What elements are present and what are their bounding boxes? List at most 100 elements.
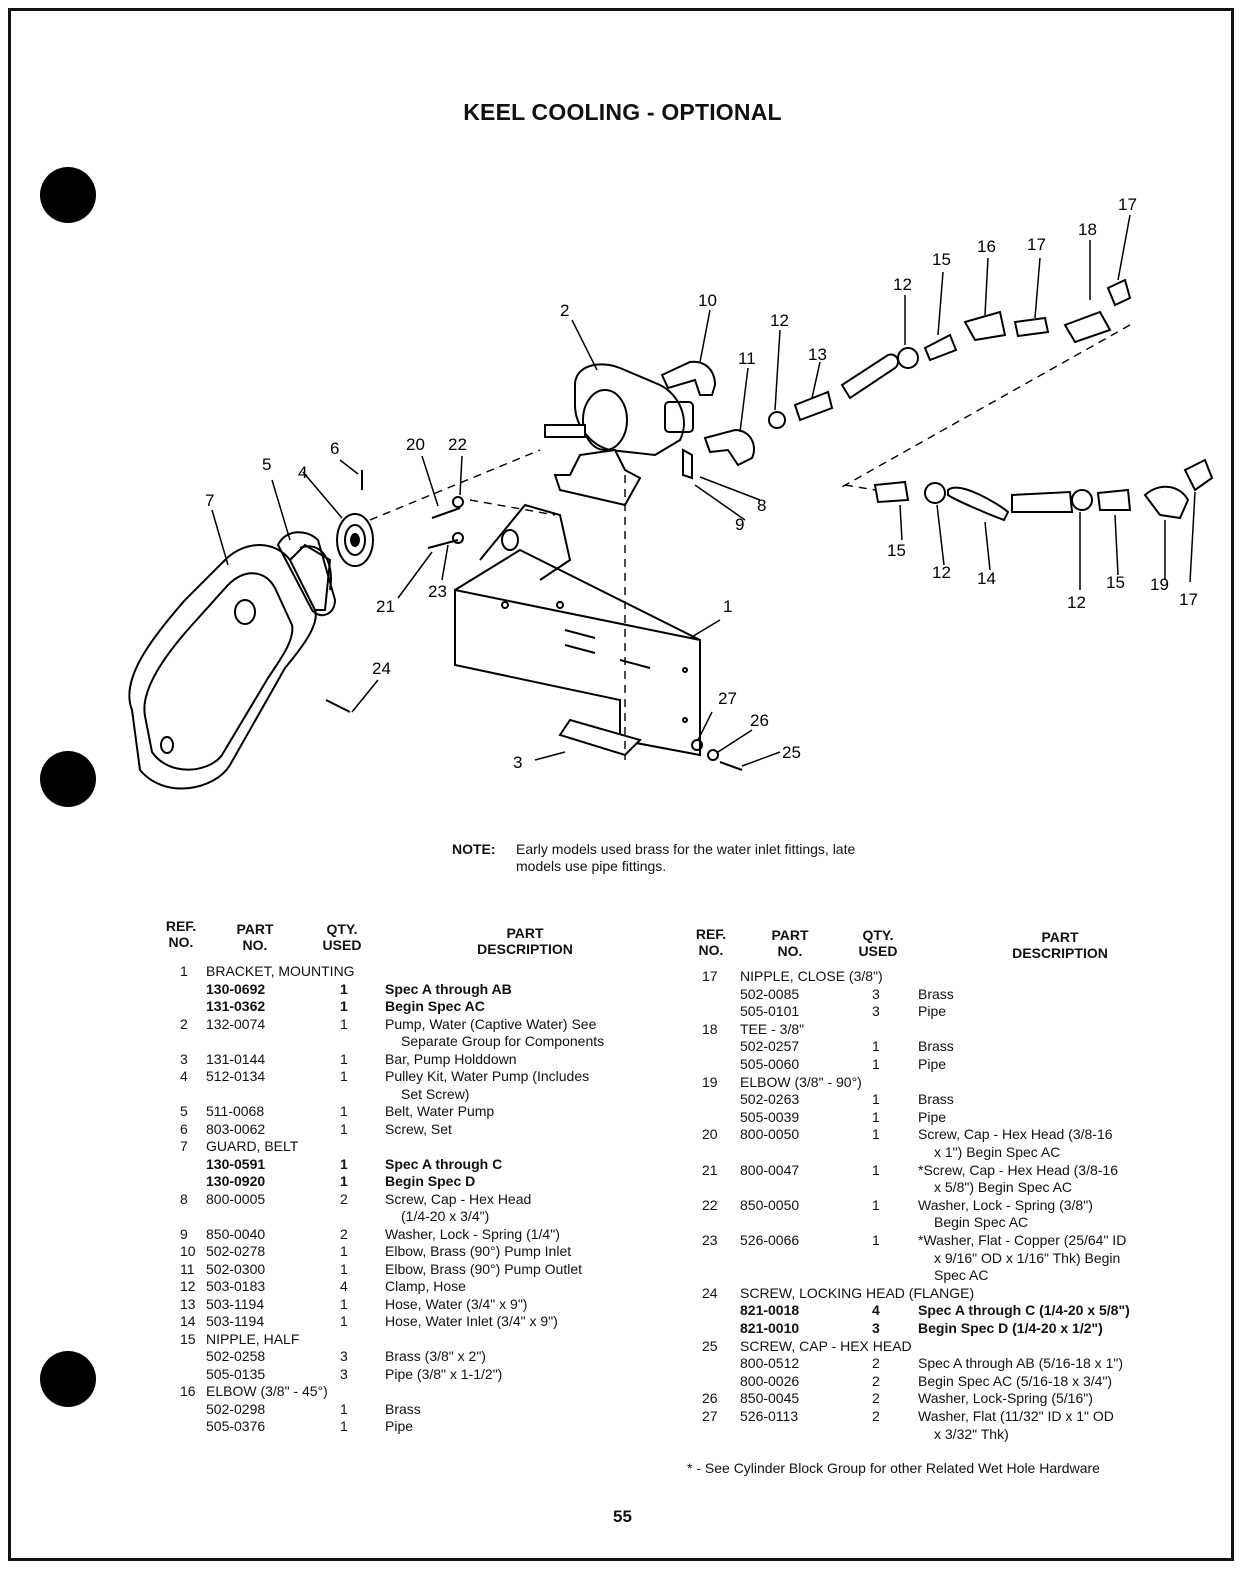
ref-no: 6 [180,1120,188,1137]
callout-23: 23 [428,582,447,601]
ref-no: 21 [702,1161,718,1178]
part-description: Brass [918,1038,954,1055]
qty-used: 3 [872,1320,880,1336]
part-no: 505-0060 [740,1056,800,1072]
part-no: 526-0113 [740,1408,799,1424]
right-header-qty: QTY.USED [858,927,898,959]
part-description: Pulley Kit, Water Pump (Includes [385,1068,590,1084]
qty-used: 1 [340,1050,348,1067]
qty-used: 3 [340,1348,348,1364]
water-pump-drawing [544,363,694,507]
part-description: *Washer, Flat - Copper (25/64" ID [918,1232,1127,1248]
belt-guard-drawing [128,543,332,790]
part-description: x 9/16" OD x 1/16" Thk) Begin [934,1249,1121,1266]
callout-19: 19 [1150,575,1169,594]
part-description: Set Screw) [401,1085,470,1102]
binder-hole-middle [40,751,96,807]
footnote: * - See Cylinder Block Group for other R… [687,1460,1100,1476]
binder-hole-top [40,167,96,223]
part-no: 502-0298 [206,1400,266,1417]
note-line-2: models use pipe fittings. [516,858,667,874]
part-no: 505-0376 [206,1418,266,1434]
qty-used: 1 [340,1418,348,1434]
part-no: SCREW, CAP - HEX HEAD [740,1337,912,1354]
part-no: 502-0258 [206,1348,266,1364]
part-description: Pipe [918,1056,947,1072]
part-description: Hose, Water Inlet (3/4" x 9") [385,1313,558,1329]
part-description: Pump, Water (Captive Water) See [385,1015,597,1032]
ref-no: 24 [702,1284,718,1301]
pulley-drawing [336,513,374,567]
left-header-ref: REF.NO. [165,918,197,950]
right-header-ref: REF.NO. [695,926,727,958]
page-number: 55 [613,1507,632,1526]
ref-no: 9 [180,1225,188,1242]
callout-17: 17 [1118,195,1137,214]
qty-used: 1 [340,1120,348,1137]
callout-7: 7 [205,491,214,510]
part-description: Spec AC [934,1267,989,1284]
ref-no: 25 [702,1337,718,1354]
part-no: 505-0101 [740,1003,800,1020]
part-no: 503-0183 [206,1278,266,1294]
part-description: x 1") Begin Spec AC [934,1144,1061,1160]
ref-no: 11 [180,1260,195,1277]
callout-8: 8 [757,496,766,515]
ref-no: 1 [180,963,188,979]
qty-used: 4 [340,1278,348,1294]
part-description: Washer, Flat (11/32" ID x 1" OD [918,1408,1114,1424]
ref-no: 14 [180,1313,196,1329]
part-no: 130-0692 [206,980,266,997]
part-description: Brass [918,985,954,1002]
part-no: 505-0135 [206,1365,266,1382]
callout-6: 6 [330,439,339,458]
qty-used: 1 [872,1038,880,1055]
part-description: Washer, Lock-Spring (5/16") [918,1390,1093,1407]
part-no: 800-0512 [740,1355,800,1372]
ref-no: 8 [180,1190,188,1207]
ref-no: 17 [702,968,718,984]
page-border [8,8,1234,1561]
part-no: 502-0278 [206,1243,266,1259]
part-no: 131-0144 [206,1050,266,1067]
part-no: 502-0257 [740,1038,800,1055]
callout-12: 12 [893,275,912,294]
qty-used: 1 [340,998,348,1014]
ref-no: 27 [702,1408,718,1424]
ref-no: 7 [180,1138,188,1154]
part-description: Washer, Lock - Spring (1/4") [385,1225,560,1242]
qty-used: 1 [872,1126,880,1143]
part-no: TEE - 3/8" [740,1020,805,1037]
assembly-guide-lines [369,324,1131,760]
part-description: *Screw, Cap - Hex Head (3/8-16 [918,1161,1118,1178]
part-description: Belt, Water Pump [385,1103,495,1119]
qty-used: 1 [340,1313,348,1329]
part-description: Begin Spec AC (5/16-18 x 3/4") [918,1372,1113,1389]
part-no: ELBOW (3/8" - 90°) [740,1073,862,1090]
qty-used: 1 [340,1260,348,1277]
callout-12: 12 [1067,593,1086,612]
part-description: Screw, Cap - Hex Head (3/8-16 [918,1126,1113,1143]
ref-no: 15 [180,1330,196,1347]
ref-no: 12 [180,1278,196,1294]
part-description: Spec A through AB [385,980,512,997]
part-description: Pipe [918,1003,947,1020]
qty-used: 1 [340,1015,348,1032]
part-description: Brass [918,1091,954,1108]
mounting-bracket-drawing [454,503,701,757]
callout-12: 12 [770,311,789,330]
part-no: 512-0134 [206,1068,266,1084]
callout-15: 15 [887,541,906,560]
ref-no: 16 [180,1383,196,1399]
qty-used: 1 [340,1068,348,1084]
part-no: 850-0045 [740,1390,800,1407]
part-no: 850-0040 [206,1225,266,1242]
page-title: KEEL COOLING - OPTIONAL [463,99,782,125]
part-description: Washer, Lock - Spring (3/8") [918,1196,1093,1213]
qty-used: 1 [872,1161,880,1178]
part-description: Elbow, Brass (90°) Pump Outlet [385,1260,583,1277]
part-description: Screw, Cap - Hex Head [385,1190,532,1207]
